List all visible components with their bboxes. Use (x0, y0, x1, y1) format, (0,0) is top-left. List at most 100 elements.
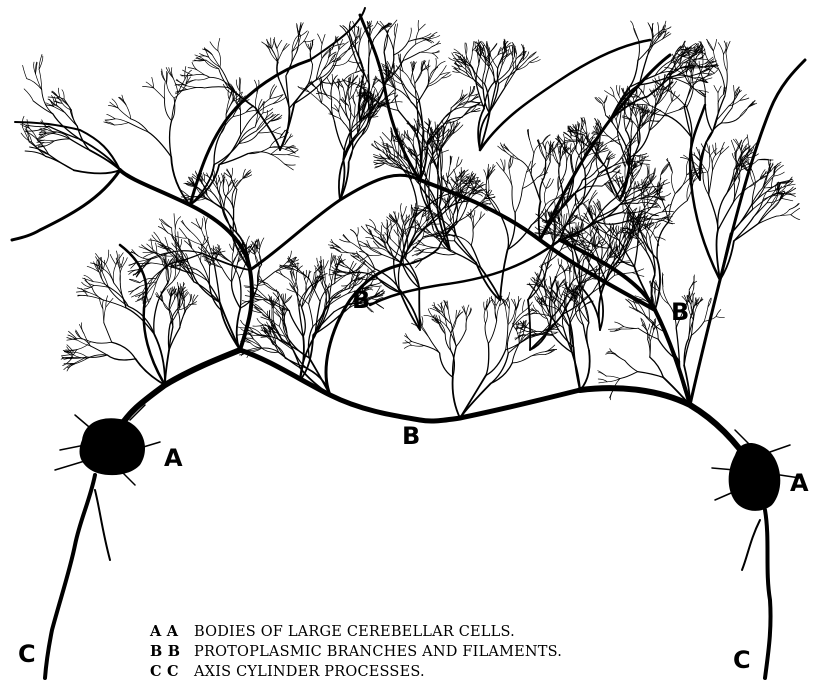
right-axis-collateral (742, 520, 760, 570)
dendrite-filament (357, 228, 358, 237)
dendrite-filament (273, 305, 274, 321)
dendrite-filament (531, 153, 534, 175)
dendrite-filament (324, 261, 329, 270)
dendrite-filament (485, 302, 490, 310)
dendrite-filament (322, 58, 328, 71)
dendrite-filament (107, 355, 135, 360)
dendrite-filament (417, 86, 428, 104)
dendrite-filament (129, 123, 149, 132)
dendrite-filament (119, 97, 127, 105)
dendrite-filament (226, 187, 233, 197)
dendrite-filament (45, 141, 54, 146)
dendrite-filament (234, 189, 237, 209)
dendrite-filament (165, 99, 172, 121)
dendrite-filament (731, 140, 735, 152)
dendrite-filament (432, 53, 438, 58)
dendrite-filament (360, 30, 366, 41)
dendrite-filament (522, 172, 526, 188)
dendrite-filament (402, 206, 406, 217)
dendrite-filament (418, 20, 419, 30)
dendrite-filament (420, 52, 432, 53)
dendrite-filament (348, 61, 360, 63)
dendrite-filament (718, 194, 727, 231)
dendrite-filament (170, 121, 172, 157)
dendrite-filament (631, 123, 632, 142)
dendrite-filament (370, 285, 381, 286)
dendrite-filament (280, 104, 294, 150)
dendrite-filament (412, 71, 415, 84)
dendrite-filament (486, 344, 489, 376)
dendrite-filament (330, 266, 332, 283)
right-outer-branch (690, 60, 805, 405)
dendrite-filament (370, 219, 377, 230)
dendrite-filament (607, 246, 608, 258)
dendrite-filament (395, 73, 404, 85)
label-b-upper: B (352, 288, 370, 312)
dendrite-filament (663, 287, 669, 304)
caption-text: PROTOPLASMIC BRANCHES AND FILAMENTS. (194, 644, 562, 660)
dendrite-filament (555, 153, 559, 165)
dendrite-filament (82, 323, 84, 334)
dendrite-filament (265, 112, 273, 119)
dendrite-filament (517, 331, 520, 344)
dendrite-filament (539, 202, 541, 241)
dendrite-filament (415, 217, 416, 233)
dendrite-filament (606, 376, 620, 379)
dendrite-filament (91, 342, 112, 343)
dendrite-filament (354, 273, 374, 276)
dendrite-filament (476, 65, 479, 84)
dendrite-filament (491, 43, 497, 51)
dendrite-filament (339, 103, 341, 112)
dendrite-filament (574, 347, 581, 390)
dendrite-filament (273, 127, 281, 132)
dendrite-filament (512, 187, 515, 213)
dendrite-filament (512, 356, 531, 363)
dendrite-filament (709, 195, 718, 230)
dendrite-filament (29, 142, 46, 157)
dendrite-filament (555, 303, 556, 323)
dendrite-filament (421, 327, 429, 338)
dendrite-filament (675, 175, 687, 194)
dendrite-filament (371, 248, 382, 255)
dendrite-filament (617, 85, 619, 95)
dendrite-filament (483, 72, 485, 90)
dendrite-filament (154, 88, 165, 99)
dendrite-filament (131, 262, 137, 269)
dendrite-filament (391, 102, 402, 103)
dendrite-filament (395, 24, 397, 37)
dendrite-filament (350, 230, 357, 237)
right-cell-body (729, 443, 781, 511)
dendrite-filament (404, 345, 411, 348)
dendrite-filament (394, 37, 396, 55)
dendrite-filament (222, 268, 232, 282)
dendrite-filament (657, 222, 669, 259)
dendrite-filament (638, 311, 650, 319)
label-c-right: C (733, 648, 751, 672)
dendrite-filament (226, 179, 229, 186)
dendrite-filament (327, 95, 339, 103)
dendrite-filament (739, 108, 747, 117)
dendrite-filament (382, 133, 391, 142)
dendrite-filament (24, 89, 33, 101)
dendrite-filament (366, 225, 376, 230)
dendrite-filament (375, 302, 384, 308)
dendrite-filament (240, 79, 241, 92)
dendrite-filament (305, 279, 307, 291)
dendrite-filament (705, 97, 713, 132)
dendrite-filament (654, 223, 660, 228)
dendrite-filament (175, 217, 180, 229)
dendrite-filament (74, 170, 120, 173)
dendrite-filament (734, 85, 735, 94)
dendrite-filament (271, 154, 285, 164)
dendrite-filament (643, 85, 644, 93)
dendrite-filament (625, 167, 626, 181)
dendrite-filament (471, 230, 473, 246)
dendrite-filament (394, 42, 409, 56)
dendrite-filament (624, 327, 638, 329)
dendrite-filament (694, 307, 697, 320)
figure-caption: A ABODIES OF LARGE CEREBELLAR CELLS. B B… (150, 622, 562, 682)
dendrite-filament (702, 73, 712, 74)
dendrite-filament (429, 338, 439, 353)
dendrite-filament (191, 222, 201, 229)
dendrite-filament (232, 282, 241, 308)
